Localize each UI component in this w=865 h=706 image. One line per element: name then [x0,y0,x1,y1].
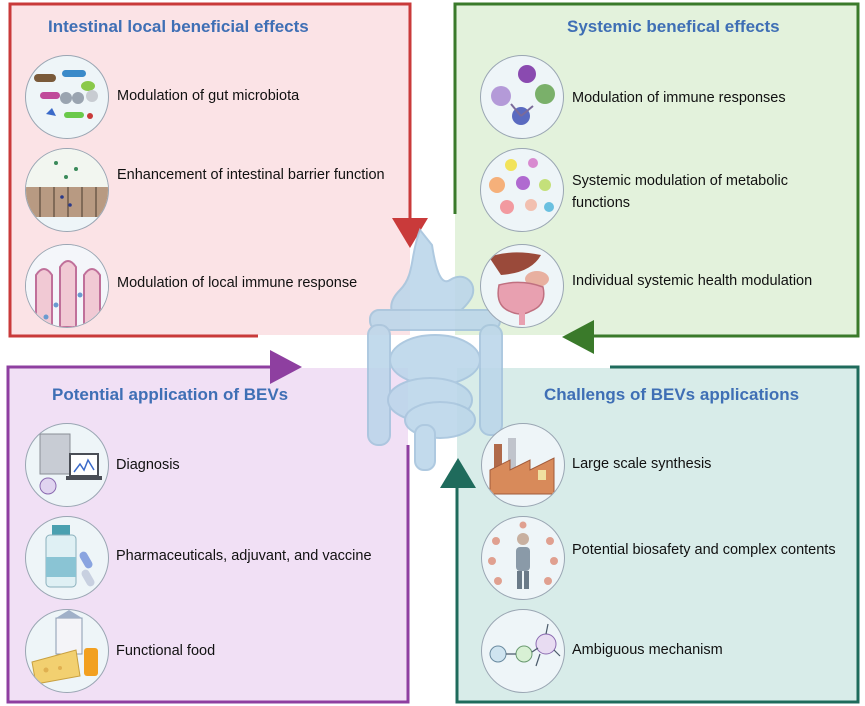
systemic-item-label: Systemic modulation of metabolic functio… [572,173,788,211]
challenges-item-label: Large scale synthesis [572,456,712,472]
vaccine-vial-icon [25,516,109,600]
human-organs-icon [481,516,565,600]
application-item-label: Functional food [116,643,216,659]
systemic-effects-title: Systemic benefical effects [567,17,780,36]
purple-arrow-right-icon [270,350,302,384]
intestinal-item-label: Enhancement of intestinal barrier functi… [117,167,385,183]
systemic-item-label: Individual systemic health modulation [572,273,813,289]
food-icon [25,609,109,693]
immune-cells-icon [480,55,564,139]
green-arrow-left-icon [562,320,594,354]
intestinal-effects-title: Intestinal local beneficial effects [48,17,309,36]
challenges-item-label: Potential biosafety and complex contents [572,542,836,558]
intestinal-item-label: Modulation of gut microbiota [117,88,300,104]
factory-icon [481,423,565,507]
challenges-item-label: Ambiguous mechanism [572,642,723,658]
intestinal-item-label: Modulation of local immune response [117,275,358,291]
cell-network-icon [481,609,565,693]
application-title: Potential application of BEVs [52,385,289,404]
digestive-tract-icon [367,228,503,471]
villi-icon [25,244,109,328]
systemic-item-label: Modulation of immune responses [572,90,786,106]
red-arrow-down-icon [392,218,428,248]
organs-icon [480,244,564,328]
intestinal-barrier-icon [25,148,109,232]
teal-arrow-up-icon [440,458,476,488]
application-item-label: Diagnosis [116,457,180,473]
challenges-title: Challengs of BEVs applications [544,385,800,404]
metabolites-icon [480,148,564,232]
diagnosis-instrument-icon [25,423,109,507]
application-item-label: Pharmaceuticals, adjuvant, and vaccine [116,548,372,564]
microbiota-icon [25,55,109,139]
